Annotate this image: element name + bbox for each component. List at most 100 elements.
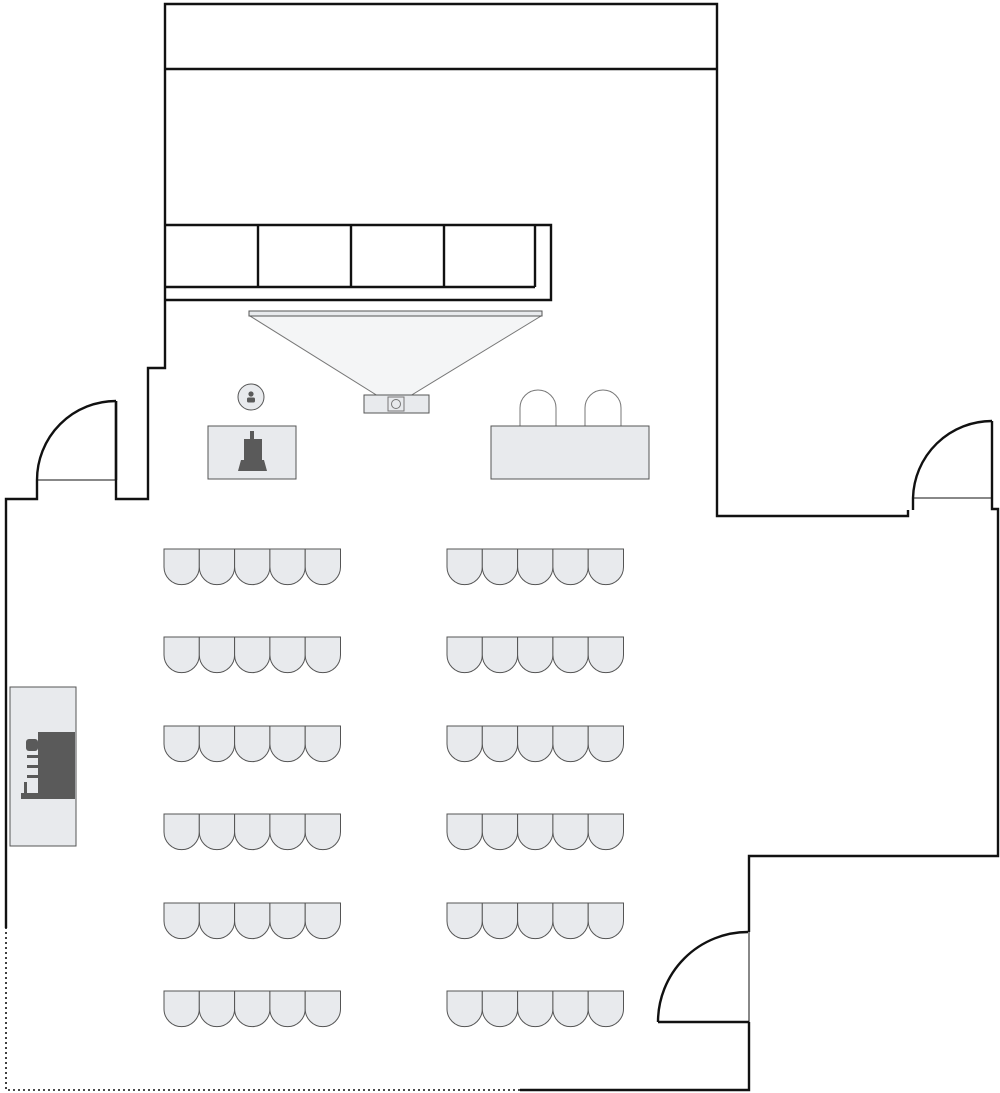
chair[interactable]: [446, 813, 483, 851]
wall-north-west: [114, 2, 910, 518]
chair[interactable]: [269, 725, 306, 763]
chair[interactable]: [587, 990, 624, 1028]
chair[interactable]: [269, 813, 306, 851]
seating-row: [163, 813, 341, 851]
chair[interactable]: [304, 548, 341, 586]
seating-row: [163, 990, 341, 1028]
catering-table: [9, 686, 77, 847]
chair[interactable]: [446, 725, 483, 763]
chair[interactable]: [234, 902, 271, 940]
chair[interactable]: [481, 548, 519, 586]
seating-row: [163, 548, 341, 586]
chair[interactable]: [163, 813, 200, 851]
urn-tap-2: [27, 765, 38, 768]
chair[interactable]: [481, 813, 519, 851]
chair[interactable]: [481, 902, 519, 940]
seating-row: [163, 636, 341, 674]
urn-stand: [21, 793, 38, 799]
chair[interactable]: [481, 725, 519, 763]
chair[interactable]: [517, 902, 554, 940]
chair[interactable]: [517, 813, 554, 851]
chair[interactable]: [163, 636, 200, 674]
projector-lens: [391, 399, 401, 409]
chair[interactable]: [163, 548, 200, 586]
chair[interactable]: [234, 548, 271, 586]
chair[interactable]: [552, 990, 589, 1028]
chair[interactable]: [163, 725, 200, 763]
chair[interactable]: [587, 548, 624, 586]
chair[interactable]: [234, 813, 271, 851]
lectern-top: [244, 439, 262, 460]
wall-south-east: [520, 1022, 751, 1092]
chair[interactable]: [517, 990, 554, 1028]
chair[interactable]: [198, 902, 236, 940]
door-south[interactable]: [656, 930, 750, 1024]
door-east-swing: [911, 419, 993, 499]
presenter-head: [248, 391, 254, 397]
chair[interactable]: [234, 990, 271, 1028]
chair[interactable]: [446, 636, 483, 674]
chair[interactable]: [587, 725, 624, 763]
chair[interactable]: [587, 902, 624, 940]
chair[interactable]: [587, 636, 624, 674]
chair[interactable]: [198, 548, 236, 586]
lectern-table: [207, 425, 297, 480]
chair[interactable]: [552, 813, 589, 851]
chair[interactable]: [304, 990, 341, 1028]
seating-block-1: [163, 548, 341, 1028]
seating-row: [446, 725, 624, 763]
chair[interactable]: [234, 636, 271, 674]
projection-beam: [248, 315, 543, 397]
chair[interactable]: [552, 902, 589, 940]
chair[interactable]: [269, 990, 306, 1028]
urn-tap-1: [27, 755, 38, 758]
chair[interactable]: [304, 902, 341, 940]
screen-bar: [248, 310, 543, 317]
chair[interactable]: [163, 990, 200, 1028]
seating-row: [446, 813, 624, 851]
projector-lens-frame: [387, 396, 405, 412]
chair[interactable]: [517, 548, 554, 586]
seating-row: [446, 990, 624, 1028]
wall-open-south: [5, 928, 520, 1091]
chair[interactable]: [304, 725, 341, 763]
chair[interactable]: [552, 548, 589, 586]
wall-east: [747, 502, 1000, 932]
chair[interactable]: [552, 636, 589, 674]
presenter-circle: [237, 383, 265, 411]
seating-row: [446, 902, 624, 940]
projector-body: [363, 394, 430, 414]
panel-chair-2: [584, 389, 622, 426]
chair[interactable]: [481, 990, 519, 1028]
door-west[interactable]: [35, 399, 118, 481]
chair[interactable]: [269, 902, 306, 940]
presenter-body: [247, 397, 255, 403]
chair[interactable]: [269, 636, 306, 674]
chair[interactable]: [163, 902, 200, 940]
seating-block-2: [446, 548, 624, 1028]
walls: [4, 2, 1000, 1092]
chair[interactable]: [198, 990, 236, 1028]
chair[interactable]: [517, 725, 554, 763]
door-east[interactable]: [911, 419, 994, 510]
chair[interactable]: [198, 813, 236, 851]
seating-row: [446, 636, 624, 674]
chair[interactable]: [587, 813, 624, 851]
chair[interactable]: [446, 548, 483, 586]
door-south-swing: [656, 930, 749, 1023]
chair[interactable]: [269, 548, 306, 586]
wall-outline: [4, 480, 39, 928]
chair[interactable]: [234, 725, 271, 763]
chair[interactable]: [304, 636, 341, 674]
chair[interactable]: [481, 636, 519, 674]
chair[interactable]: [446, 990, 483, 1028]
person-icon: [237, 383, 265, 411]
chair[interactable]: [304, 813, 341, 851]
chair[interactable]: [198, 725, 236, 763]
chair[interactable]: [198, 636, 236, 674]
chair[interactable]: [552, 725, 589, 763]
chair[interactable]: [517, 636, 554, 674]
urn-body: [38, 732, 75, 799]
chair[interactable]: [446, 902, 483, 940]
